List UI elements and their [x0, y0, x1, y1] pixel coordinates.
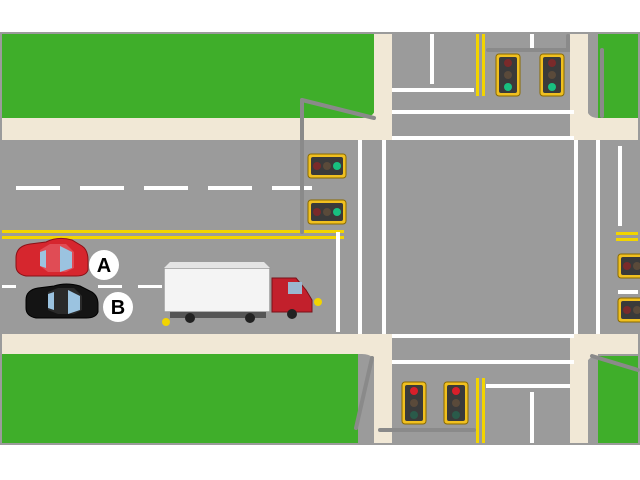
grass-northeast — [598, 34, 638, 118]
signal-lamp-red — [623, 306, 631, 314]
signal-lamp-amber — [410, 399, 418, 407]
signal-lamp-red — [313, 208, 321, 216]
west-stop-line — [336, 232, 340, 332]
truck-icon — [162, 262, 322, 326]
signal-lamp-amber — [633, 306, 640, 314]
signal-lamp-red — [410, 387, 418, 395]
traffic-light-west-approach-upper-icon — [307, 153, 347, 179]
car-a-icon — [15, 237, 89, 277]
west-crosswalk-line — [358, 140, 362, 334]
truck-trailer — [163, 267, 271, 313]
signal-lamp-red — [504, 59, 512, 67]
car-a-badge — [89, 250, 119, 280]
east-road-markings — [616, 146, 638, 294]
signal-lamp-amber — [323, 162, 331, 170]
traffic-light-south-left-icon — [401, 381, 427, 425]
signal-lamp-green — [504, 83, 512, 91]
west-road-markings — [2, 140, 362, 334]
traffic-light-north-right-icon — [539, 53, 565, 97]
south-road-markings — [476, 378, 570, 443]
signal-lamp-green — [333, 208, 341, 216]
signal-lamp-red — [452, 387, 460, 395]
signal-lamp-green — [548, 83, 556, 91]
traffic-light-east-lower-icon — [617, 297, 640, 323]
signal-lamp-red — [548, 59, 556, 67]
intersection-markings — [382, 110, 600, 364]
sidewalks — [2, 34, 638, 443]
signal-lamp-amber — [323, 208, 331, 216]
signal-lamp-red — [623, 262, 631, 270]
signal-lamp-amber — [504, 71, 512, 79]
signal-lamp-green — [333, 162, 341, 170]
traffic-light-north-left-icon — [495, 53, 521, 97]
signal-lamp-green — [452, 411, 460, 419]
signal-lamp-amber — [633, 262, 640, 270]
truck-taillight — [162, 318, 170, 326]
signal-lamp-amber — [452, 399, 460, 407]
truck-headlight — [314, 298, 322, 306]
car-b-label: B — [111, 297, 125, 319]
traffic-lights — [307, 53, 640, 425]
traffic-light-south-right-icon — [443, 381, 469, 425]
signal-lamp-amber — [548, 71, 556, 79]
signal-lamp-red — [313, 162, 321, 170]
signal-poles — [300, 34, 640, 432]
grass-southwest — [2, 354, 358, 443]
car-b-badge — [103, 292, 133, 322]
signal-lamp-green — [410, 411, 418, 419]
car-a-label: A — [97, 255, 111, 277]
grass-southeast — [598, 356, 638, 443]
traffic-light-east-upper-icon — [617, 253, 640, 279]
car-b-icon — [25, 283, 99, 319]
traffic-light-west-approach-lower-icon — [307, 199, 347, 225]
north-road-markings — [392, 34, 534, 96]
